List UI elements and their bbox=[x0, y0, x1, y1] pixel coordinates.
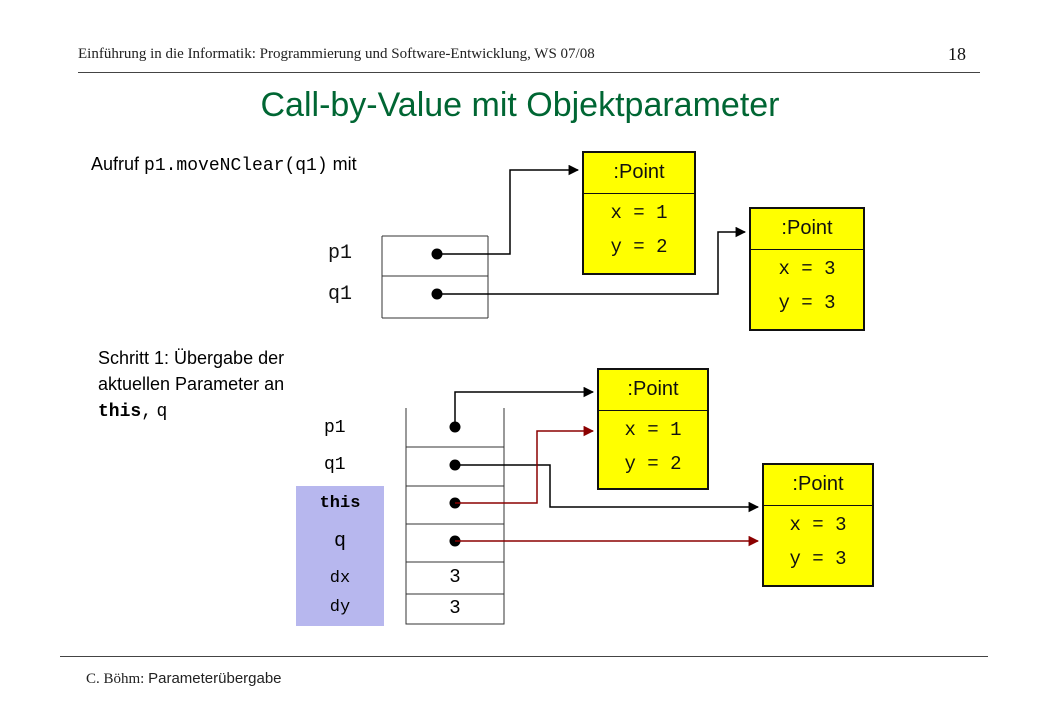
top-variable-cells bbox=[381, 235, 489, 319]
arrow-bottom-q1 bbox=[455, 464, 760, 513]
arrow-top-q1 bbox=[437, 226, 747, 295]
param-dy: dy bbox=[329, 598, 351, 617]
bottom-point-object-1: :Point x = 1 y = 2 bbox=[597, 368, 709, 490]
top-point-object-1: :Point x = 1 y = 2 bbox=[582, 151, 696, 275]
slide-title: Call-by-Value mit Objektparameter bbox=[260, 86, 780, 124]
step1-line2: aktuellen Parameter an bbox=[98, 374, 285, 394]
object-separator bbox=[751, 249, 863, 250]
top-point-object-2: :Point x = 3 y = 3 bbox=[749, 207, 865, 331]
object-field-y: y = 3 bbox=[789, 548, 847, 570]
object-type: :Point bbox=[627, 378, 679, 400]
arrow-top-p1 bbox=[437, 164, 580, 255]
param-q: q bbox=[333, 530, 346, 553]
object-field-y: y = 2 bbox=[610, 236, 668, 258]
page-number: 18 bbox=[948, 44, 966, 64]
value-dy: 3 bbox=[449, 597, 461, 619]
footer-rule bbox=[60, 656, 988, 657]
value-dx: 3 bbox=[449, 566, 461, 588]
arrow-bottom-this bbox=[455, 425, 595, 504]
course-header: Einführung in die Informatik: Programmie… bbox=[78, 46, 595, 62]
parameter-band bbox=[296, 486, 384, 626]
object-type: :Point bbox=[781, 217, 833, 239]
object-field-x: x = 1 bbox=[610, 202, 668, 224]
bottom-var-q1: q1 bbox=[324, 455, 346, 475]
object-field-x: x = 1 bbox=[624, 419, 682, 441]
top-var-q1: q1 bbox=[328, 283, 353, 306]
footer: C. Böhm: Parameterübergabe bbox=[86, 670, 282, 688]
step1-comma: , bbox=[141, 402, 153, 422]
object-separator bbox=[584, 193, 694, 194]
arrow-bottom-p1 bbox=[454, 386, 595, 427]
object-field-x: x = 3 bbox=[778, 258, 836, 280]
param-this: this bbox=[319, 494, 361, 513]
bottom-var-p1: p1 bbox=[324, 418, 346, 438]
param-dx: dx bbox=[329, 569, 351, 588]
object-field-y: y = 3 bbox=[778, 292, 836, 314]
object-field-x: x = 3 bbox=[789, 514, 847, 536]
header-rule bbox=[78, 72, 980, 73]
object-field-y: y = 2 bbox=[624, 453, 682, 475]
call-prefix: Aufruf bbox=[91, 154, 145, 174]
call-line: Aufruf p1.moveNClear(q1) mit bbox=[91, 154, 357, 176]
step1-code-this: this bbox=[98, 402, 142, 422]
bottom-point-object-2: :Point x = 3 y = 3 bbox=[762, 463, 874, 587]
top-var-p1: p1 bbox=[328, 242, 353, 265]
object-type: :Point bbox=[792, 473, 844, 495]
step1-line1: Schritt 1: Übergabe der bbox=[98, 348, 285, 368]
call-code: p1.moveNClear(q1) bbox=[144, 156, 328, 176]
object-separator bbox=[764, 505, 872, 506]
object-type: :Point bbox=[613, 161, 665, 183]
step1-line3: this, q bbox=[98, 397, 284, 425]
bottom-value-cells bbox=[405, 408, 505, 625]
step1-code-q: q bbox=[156, 402, 168, 422]
footer-topic: Parameterübergabe bbox=[148, 670, 282, 687]
step1-text: Schritt 1: Übergabe der aktuellen Parame… bbox=[98, 345, 284, 425]
object-separator bbox=[599, 410, 707, 411]
call-suffix: mit bbox=[327, 154, 357, 174]
footer-author: C. Böhm: bbox=[86, 671, 149, 687]
